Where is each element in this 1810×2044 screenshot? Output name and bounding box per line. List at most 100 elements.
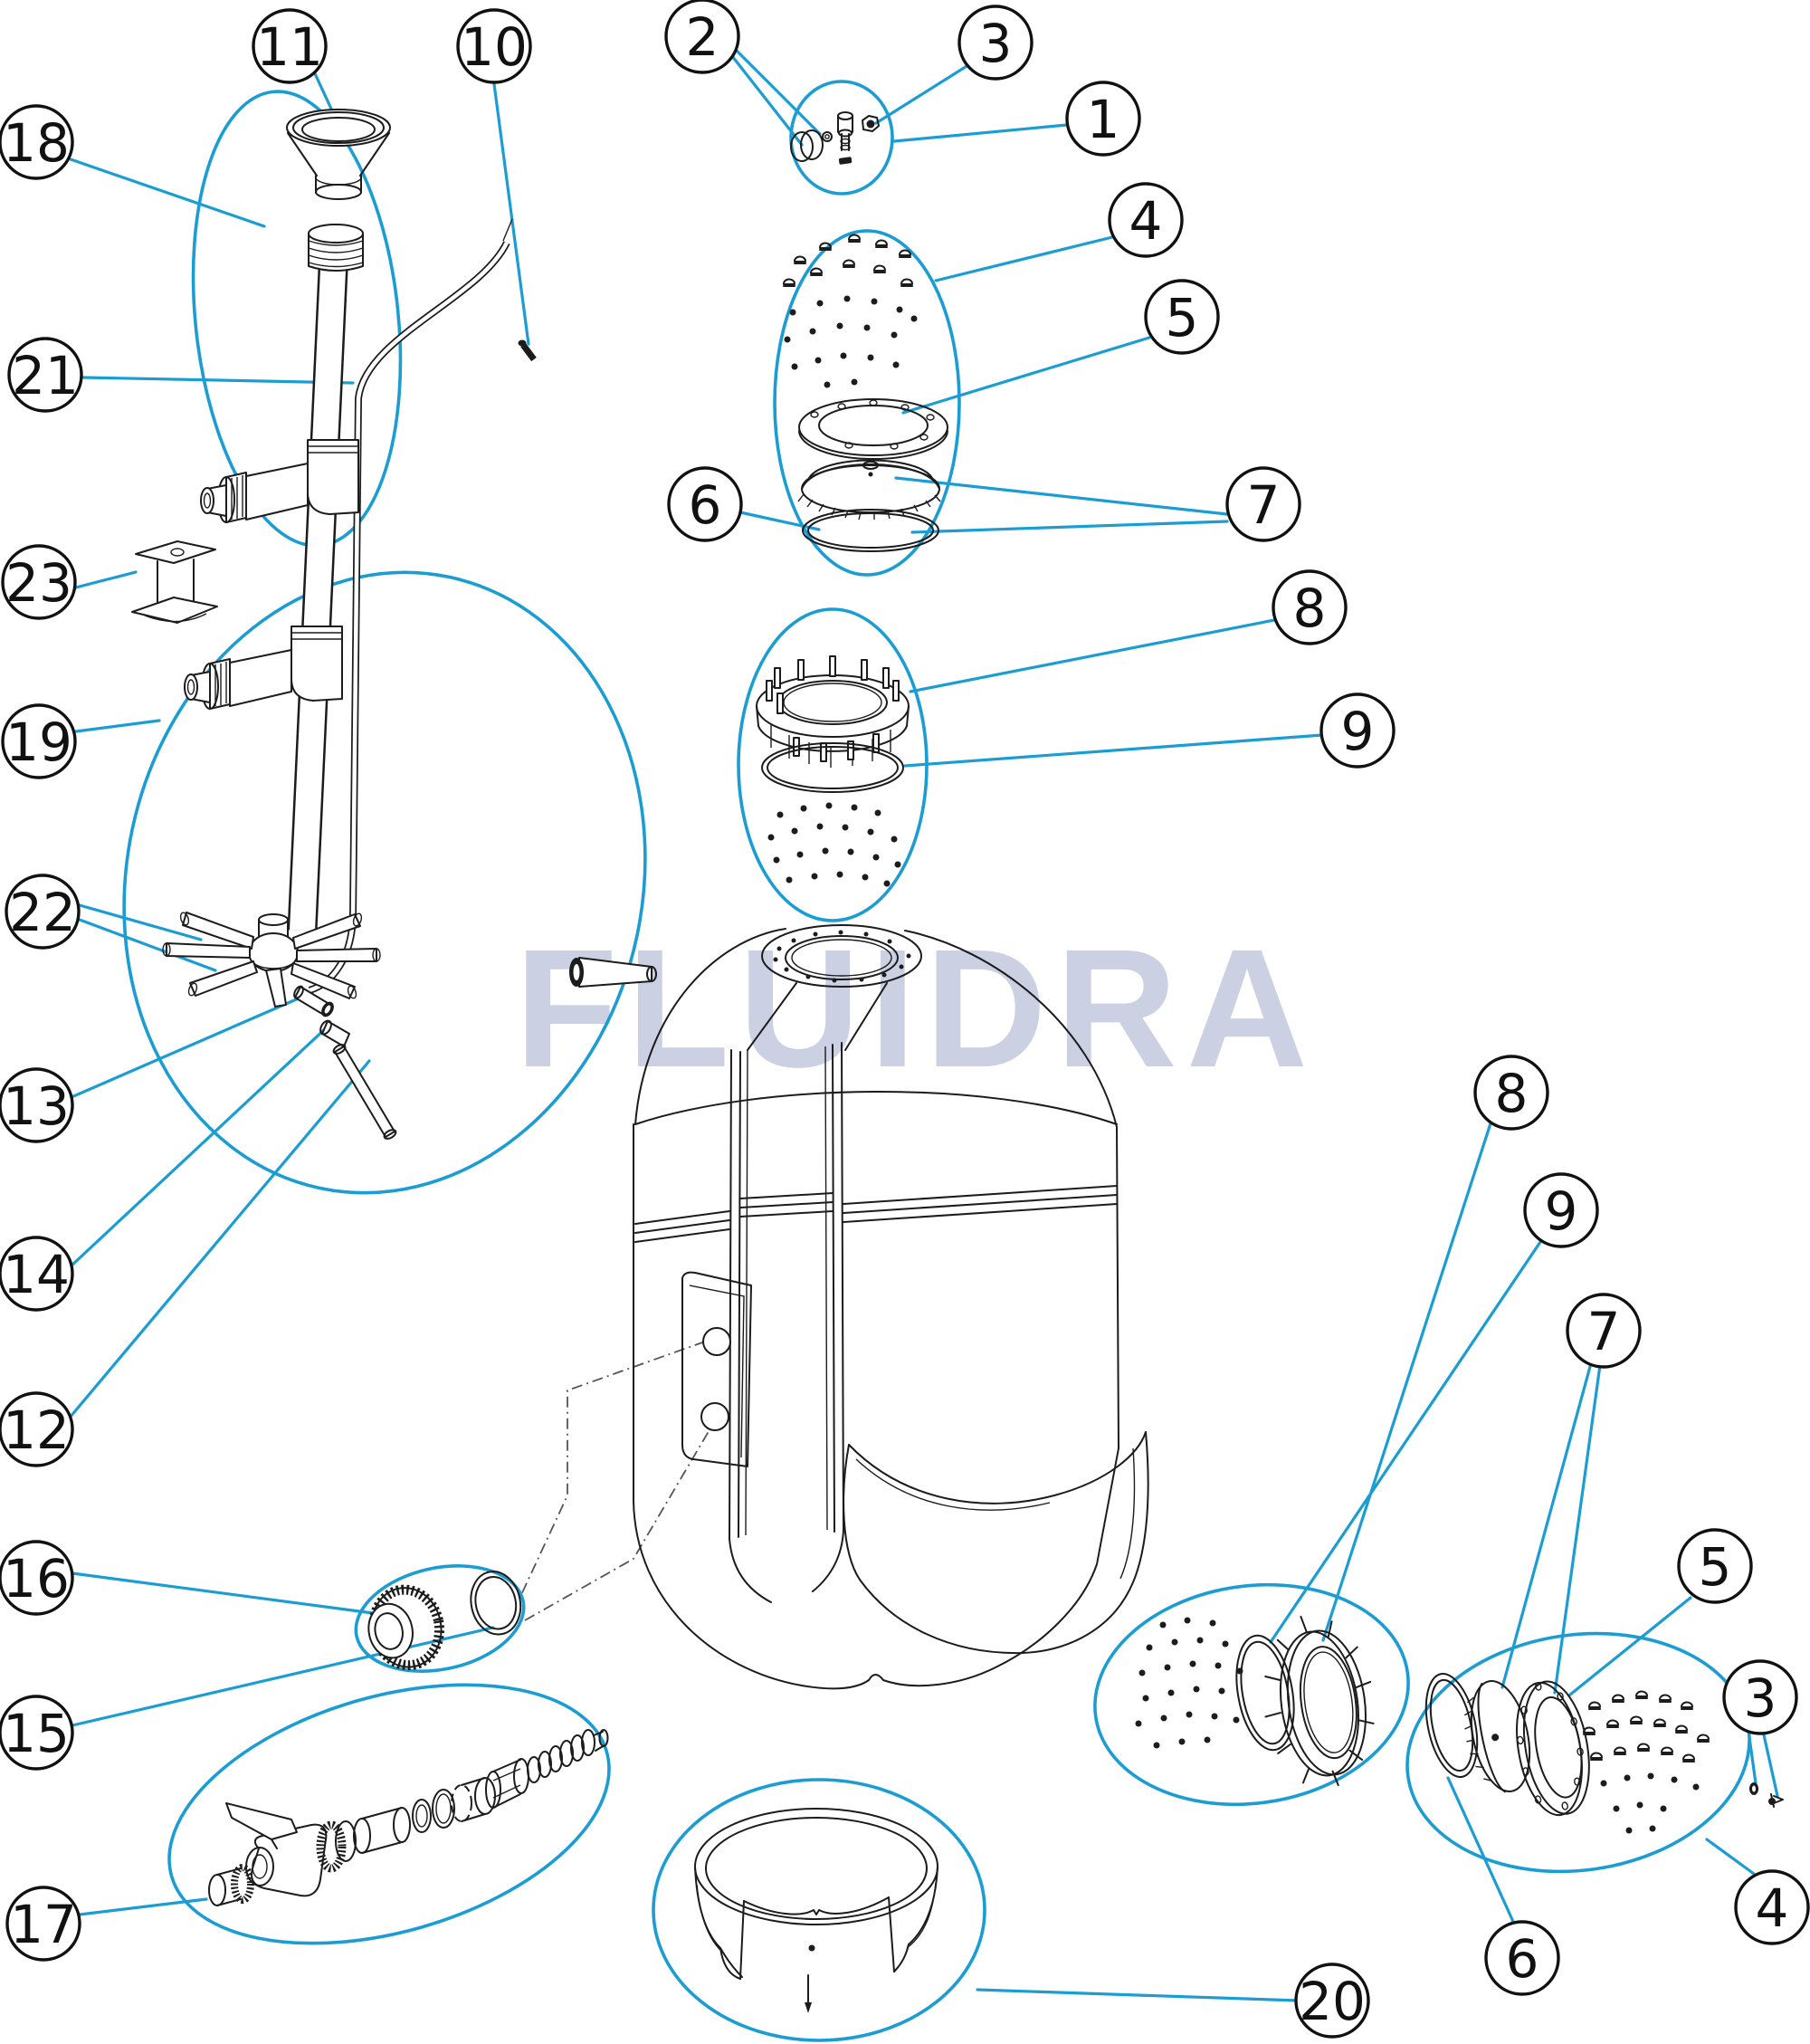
group-ellipse-diffuser-right (1405, 1631, 1751, 1874)
nozzle-caps-4-right (1583, 1690, 1710, 1762)
dome-lid-7 (797, 459, 941, 521)
callout-8-right: 8 (1473, 1055, 1549, 1131)
screws-3-right (1749, 1782, 1784, 1808)
callout-8-top: 8 (1272, 569, 1348, 645)
part-lockring-right (1135, 1615, 1375, 1786)
svg-text:11: 11 (256, 16, 323, 78)
group-ellipse-diffuser-top (773, 229, 961, 577)
part-diffuser-right-stack (1424, 1673, 1784, 1834)
callout-22: 22 (5, 874, 81, 950)
fluidra-watermark: FLUIDRA (515, 915, 1317, 1103)
group-ellipses (122, 80, 1751, 2042)
callout-3-right: 3 (1722, 1659, 1798, 1735)
group-ellipse-19 (122, 570, 647, 1195)
part-elbow-union-18 (200, 439, 359, 523)
svg-text:2: 2 (686, 6, 719, 68)
o-ring-6-top (802, 509, 939, 552)
svg-text:16: 16 (3, 1548, 70, 1609)
svg-text:23: 23 (5, 552, 72, 614)
tank-side-panel (681, 1271, 752, 1467)
group-ellipse-parts-123 (789, 80, 894, 196)
svg-text:9: 9 (1341, 701, 1375, 762)
callout-21: 21 (7, 337, 83, 413)
part-purge-valve-set (790, 111, 880, 165)
part-tube-13 (293, 985, 334, 1017)
svg-text:10: 10 (461, 16, 528, 78)
callout-15: 15 (0, 1695, 74, 1771)
svg-text:7: 7 (1247, 474, 1281, 536)
svg-text:14: 14 (3, 1244, 70, 1305)
reference-dashdot-lines (519, 1341, 718, 1621)
flange-ring-5-right (1516, 1680, 1590, 1817)
callout-16: 16 (0, 1540, 74, 1616)
callout-10: 10 (456, 8, 532, 84)
svg-text:3: 3 (979, 13, 1013, 74)
callout-1: 1 (1065, 81, 1141, 157)
part-base-20 (694, 1808, 938, 2013)
o-ring-9 (761, 742, 904, 793)
callout-4-top: 4 (1108, 182, 1184, 258)
svg-text:8: 8 (1293, 578, 1327, 639)
callout-3-top: 3 (957, 5, 1034, 81)
callout-4-right: 4 (1734, 1869, 1810, 1945)
tank-scoop (843, 1431, 1149, 1655)
nozzle-caps-4 (783, 234, 913, 287)
svg-text:1: 1 (1087, 89, 1120, 150)
dome-lid-7-right (1463, 1680, 1531, 1793)
callout-7-top: 7 (1225, 466, 1301, 542)
svg-text:4: 4 (1756, 1877, 1789, 1939)
part-diffuser-top-stack (783, 234, 948, 552)
callout-6-top: 6 (667, 466, 743, 542)
group-ellipse-16-15 (354, 1564, 526, 1673)
callout-12: 12 (0, 1391, 74, 1467)
part-drain-union (367, 1571, 522, 1671)
svg-text:20: 20 (1299, 1971, 1366, 2032)
part-tube-12 (332, 1044, 397, 1140)
svg-text:13: 13 (3, 1075, 70, 1137)
svg-text:15: 15 (3, 1703, 70, 1764)
part-valve-kit-17 (208, 1729, 609, 1906)
hose-barb-ribs (527, 1729, 609, 1783)
svg-text:22: 22 (9, 882, 76, 943)
callout-11: 11 (252, 8, 328, 84)
callout-18: 18 (0, 104, 74, 180)
svg-text:12: 12 (3, 1399, 70, 1461)
group-ellipse-20 (652, 1778, 986, 2042)
svg-text:8: 8 (1495, 1063, 1529, 1124)
svg-text:9: 9 (1545, 1180, 1578, 1242)
callout-19: 19 (1, 703, 77, 779)
part-pin-10 (518, 339, 537, 362)
part-lateral-hub-22 (162, 912, 381, 1008)
svg-text:17: 17 (10, 1894, 77, 1955)
callout-20: 20 (1294, 1963, 1370, 2039)
part-tank-body (633, 924, 1149, 1690)
callout-9-top: 9 (1319, 692, 1396, 769)
leader-lines (68, 47, 1779, 2002)
callout-5-right: 5 (1677, 1528, 1753, 1604)
part-sleeve-14 (319, 1019, 350, 1047)
callout-6-right: 6 (1484, 1920, 1560, 1996)
svg-text:5: 5 (1699, 1536, 1732, 1598)
part-standpipe-assembly (131, 109, 657, 1140)
callout-2: 2 (664, 0, 740, 74)
diffuser-dots-far-right (1600, 1772, 1700, 1834)
callout-7-right: 7 (1566, 1293, 1642, 1369)
part-collar-thread (308, 224, 364, 272)
part-elbow-union-19 (184, 626, 343, 710)
part-spare-lateral (569, 957, 657, 988)
group-ellipse-lockring-right (1093, 1582, 1410, 1807)
callout-9-right: 9 (1523, 1172, 1599, 1248)
part-funnel-11 (286, 109, 391, 200)
callout-23: 23 (1, 544, 77, 620)
callout-13: 13 (0, 1067, 74, 1143)
callout-14: 14 (0, 1236, 74, 1312)
callout-17: 17 (5, 1886, 81, 1962)
flange-ring-5 (798, 398, 948, 460)
svg-text:18: 18 (3, 112, 70, 174)
lock-ring-8-right (1264, 1615, 1375, 1786)
svg-text:5: 5 (1166, 287, 1199, 349)
svg-text:6: 6 (1506, 1928, 1539, 1990)
